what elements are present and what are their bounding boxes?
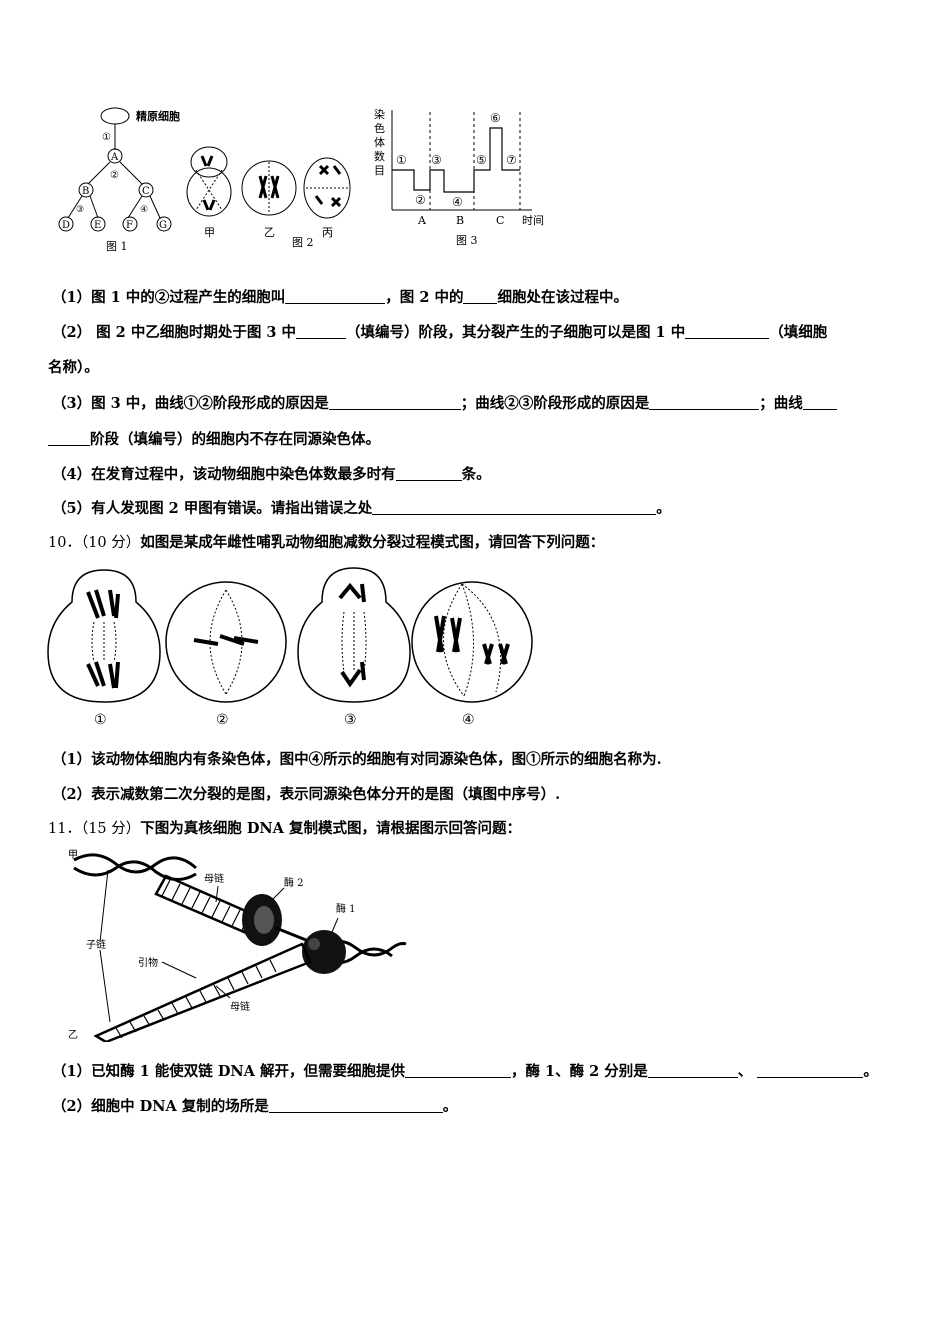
answer-blank[interactable] xyxy=(372,500,657,515)
svg-text:G: G xyxy=(159,220,167,231)
svg-text:乙: 乙 xyxy=(264,226,275,239)
svg-text:④: ④ xyxy=(452,195,463,209)
svg-text:②: ② xyxy=(415,193,426,207)
answer-blank[interactable] xyxy=(48,431,90,446)
q10-cell-diagrams: ① ② ③ ④ xyxy=(47,567,533,728)
dna-replication-diagram: 甲 乙 母链 酶 2 酶 1 子链 引物 母链 xyxy=(68,850,407,1042)
svg-text:甲: 甲 xyxy=(68,850,78,861)
q10-sub2: （2）表示减数第二次分裂的是图，表示同源染色体分开的是图（填图中序号）. xyxy=(52,786,561,803)
q11-stem: 11．（15 分）下图为真核细胞 DNA 复制模式图，请根据图示回答问题： xyxy=(48,820,521,837)
q11-number: 11．（15 分） xyxy=(48,821,141,837)
q9-sub4: （4）在发育过程中，该动物细胞中染色体数最多时有条。 xyxy=(52,466,491,483)
answer-blank[interactable] xyxy=(802,395,837,410)
cell-label-4: ④ xyxy=(462,712,475,728)
svg-text:⑥: ⑥ xyxy=(490,111,501,125)
svg-text:体: 体 xyxy=(374,135,385,149)
q9-sub3-cont: 阶段（填编号）的细胞内不存在同源染色体。 xyxy=(48,428,380,449)
fig1-root-label: 精原细胞 xyxy=(136,109,180,123)
fig3-caption: 图 3 xyxy=(456,234,478,247)
svg-text:数: 数 xyxy=(374,150,385,163)
svg-text:C: C xyxy=(496,214,504,227)
figure-1-lineage: 精原细胞 ① A ② B C ③ ④ D E F G 图 1 xyxy=(58,107,180,253)
fig1-caption: 图 1 xyxy=(106,240,128,253)
q9-sub5: （5）有人发现图 2 甲图有错误。请指出错误之处。 xyxy=(52,500,671,517)
answer-blank[interactable] xyxy=(463,289,498,304)
svg-text:①: ① xyxy=(396,153,407,167)
answer-blank[interactable] xyxy=(268,1098,443,1113)
q10-sub1: （1）该动物体细胞内有条染色体，图中④所示的细胞有对同源染色体，图①所示的细胞名… xyxy=(52,751,662,768)
svg-text:酶 2: 酶 2 xyxy=(284,876,304,889)
q9-sub2-cont: 名称）。 xyxy=(48,359,99,376)
svg-text:酶 1: 酶 1 xyxy=(336,902,356,915)
svg-text:丙: 丙 xyxy=(322,226,333,239)
fig2-caption: 图 2 xyxy=(292,236,314,249)
cell-label-3: ③ xyxy=(344,712,357,728)
answer-blank[interactable] xyxy=(685,324,770,339)
q10-number: 10．（10 分） xyxy=(48,535,141,551)
svg-text:色: 色 xyxy=(374,121,385,135)
svg-text:母链: 母链 xyxy=(230,1000,250,1013)
svg-text:⑤: ⑤ xyxy=(476,153,487,167)
figure-3-chromosome-graph: 染 色 体 数 目 ① ② ③ ④ ⑤ ⑥ ⑦ A B C 时间 图 3 xyxy=(374,107,544,247)
svg-text:④: ④ xyxy=(140,205,148,215)
svg-text:B: B xyxy=(456,214,464,227)
svg-text:乙: 乙 xyxy=(68,1029,78,1041)
answer-blank[interactable] xyxy=(649,395,760,410)
svg-text:③: ③ xyxy=(431,153,442,167)
svg-text:⑦: ⑦ xyxy=(506,153,517,167)
svg-text:目: 目 xyxy=(374,164,385,177)
svg-text:①: ① xyxy=(102,132,111,143)
q11-sub1: （1）已知酶 1 能使双链 DNA 解开，但需要细胞提供，酶 1、酶 2 分别是… xyxy=(52,1063,878,1080)
svg-text:甲: 甲 xyxy=(204,226,215,239)
answer-blank[interactable] xyxy=(395,466,462,481)
svg-text:A: A xyxy=(110,152,119,163)
svg-text:B: B xyxy=(82,186,89,197)
svg-text:②: ② xyxy=(110,170,119,181)
answer-blank[interactable] xyxy=(404,1063,511,1078)
answer-blank[interactable] xyxy=(757,1063,864,1078)
figure-2-cells: 甲 乙 图 2 丙 xyxy=(186,146,351,249)
q10-stem: 10．（10 分）如图是某成年雌性哺乳动物细胞减数分裂过程模式图，请回答下列问题… xyxy=(48,534,605,551)
svg-text:A: A xyxy=(417,214,427,227)
answer-blank[interactable] xyxy=(285,289,386,304)
svg-text:染: 染 xyxy=(374,107,385,121)
answer-blank[interactable] xyxy=(647,1063,738,1078)
q9-sub1: （1）图 1 中的②过程产生的细胞叫，图 2 中的细胞处在该过程中。 xyxy=(52,289,628,306)
svg-text:子链: 子链 xyxy=(86,938,106,951)
fig3-xlabel: 时间 xyxy=(522,214,544,227)
cell-label-1: ① xyxy=(94,712,107,728)
q11-sub2: （2）细胞中 DNA 复制的场所是。 xyxy=(52,1098,458,1115)
answer-blank[interactable] xyxy=(328,395,461,410)
svg-text:F: F xyxy=(126,220,133,231)
svg-text:引物: 引物 xyxy=(138,956,158,969)
svg-text:E: E xyxy=(94,220,101,231)
svg-text:母链: 母链 xyxy=(204,872,224,885)
q9-sub2: （2） 图 2 中乙细胞时期处于图 3 中（填编号）阶段，其分裂产生的子细胞可以… xyxy=(52,324,828,341)
q9-sub3: （3）图 3 中，曲线①②阶段形成的原因是；曲线②③阶段形成的原因是；曲线 xyxy=(52,392,837,413)
svg-text:③: ③ xyxy=(76,205,84,215)
answer-blank[interactable] xyxy=(296,324,347,339)
cell-label-2: ② xyxy=(216,712,229,728)
svg-text:D: D xyxy=(62,220,70,231)
svg-text:C: C xyxy=(142,186,150,197)
